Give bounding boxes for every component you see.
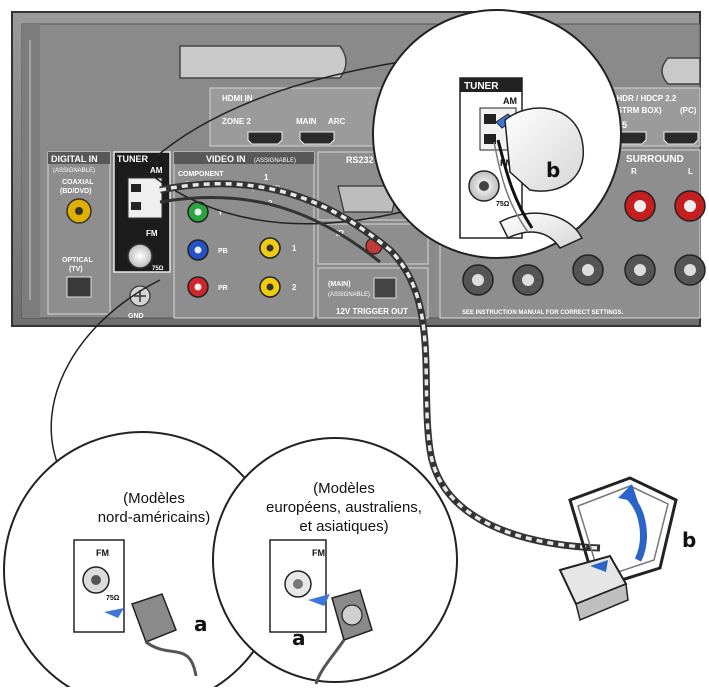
zoom-ohm-label: 75Ω: [496, 201, 510, 208]
hdmi-arc-label: ARC: [328, 117, 346, 126]
video-2-jack-label: 2: [292, 283, 297, 292]
tuner-section: TUNER AM FM 75Ω: [113, 151, 171, 273]
digital-in-label: DIGITAL IN: [51, 154, 98, 164]
hdmi-strm-label: (STRM BOX): [614, 106, 662, 115]
video-in-label: VIDEO IN: [206, 154, 246, 164]
callout-a-north-america: a: [194, 612, 208, 636]
video-in-assignable-label: (ASSIGNABLE): [254, 158, 296, 164]
hdmi-main-label: MAIN: [296, 117, 317, 126]
hdmi-out-zone2-port: [247, 131, 283, 145]
north-america-caption-line1: (Modèles: [123, 490, 185, 507]
fold-arrow-icon: [625, 493, 647, 562]
video-1-label: 1: [264, 173, 269, 182]
video-1-jack-label: 1: [292, 244, 297, 253]
gnd-label: GND: [128, 313, 144, 320]
hdmi-header-label: HDMI IN: [222, 94, 253, 103]
coaxial-sub-label: (BD/DVD): [60, 188, 92, 195]
trigger-main-label: (MAIN): [328, 281, 351, 288]
callout-b-zoom: b: [546, 158, 561, 182]
digital-in-assignable-label: (ASSIGNABLE): [53, 168, 95, 174]
gnd-section: GND: [128, 285, 151, 320]
eu-insert-arrow-icon: [308, 594, 330, 606]
zoom-am-label: AM: [503, 96, 517, 106]
hdmi-out-main-port: [299, 131, 335, 145]
europe-caption-line3: et asiatiques): [299, 518, 389, 535]
na-fm-plug-icon: [131, 593, 177, 643]
component-pb-label: PB: [218, 248, 228, 255]
manual-note-label: SEE INSTRUCTION MANUAL FOR CORRECT SETTI…: [462, 310, 624, 316]
finger-hand-icon: [504, 107, 585, 192]
am-terminal-icon: [127, 177, 163, 219]
optical-sub-label: (TV): [69, 266, 83, 273]
rs232-label: RS232: [346, 155, 374, 165]
surround-label: SURROUND: [626, 154, 684, 165]
am-connection-zoom: TUNER AM FM 75Ω: [149, 9, 622, 259]
coaxial-label: COAXIAL: [62, 179, 94, 186]
fm-ohm-label: 75Ω: [152, 266, 164, 272]
hdmi-pc-label: (PC): [680, 106, 697, 115]
europe-caption: (Modèles européens, australiens, et asia…: [256, 479, 432, 536]
fm-europe-bubble: FM: [212, 437, 458, 685]
zoom-tuner-label: TUNER: [464, 81, 499, 92]
fm-north-america-bubble: FM 75Ω: [3, 279, 281, 692]
surround-l-label: L: [688, 167, 693, 176]
trigger-assignable-label: (ASSIGNABLE): [328, 292, 370, 298]
north-america-caption: (Modèles nord-américains): [84, 489, 224, 527]
europe-caption-line1: (Modèles: [313, 480, 375, 497]
callout-b-antenna: b: [682, 528, 697, 552]
hdmi-in-6-port: [663, 131, 699, 145]
am-loop-antenna-icon: [558, 476, 678, 622]
na-ohm-label: 75Ω: [106, 595, 120, 602]
hdmi-zone2-label: ZONE 2: [222, 117, 251, 126]
am-label: AM: [150, 166, 163, 175]
europe-caption-line2: européens, australiens,: [266, 499, 422, 516]
trigger-label: 12V TRIGGER OUT: [336, 307, 408, 316]
optical-label: OPTICAL: [62, 257, 93, 264]
am-antenna-wire: [159, 180, 601, 552]
callout-a-europe: a: [292, 626, 306, 650]
video-in-section: VIDEO IN (ASSIGNABLE) COMPONENT (BD/DVD)…: [173, 151, 315, 319]
trigger-jack-icon: [373, 277, 397, 299]
na-fm-label: FM: [96, 548, 109, 558]
rs232-port-icon: [337, 185, 399, 213]
digital-in-section: DIGITAL IN (ASSIGNABLE) COAXIAL (BD/DVD)…: [47, 151, 111, 315]
wifi-antenna-icon: [179, 45, 347, 79]
hdmi-5-label: 5: [622, 120, 627, 130]
hdmi-4k-label: 4K HDR / HDCP 2.2: [604, 94, 677, 103]
component-y-label: Y: [218, 210, 223, 217]
north-america-caption-line2: nord-américains): [97, 509, 211, 526]
fm-jack-icon: [127, 243, 153, 269]
na-insert-arrow-icon: [104, 608, 124, 618]
optical-jack-icon: [66, 276, 92, 298]
eu-fm-label: FM: [312, 548, 325, 558]
surround-r-label: R: [631, 167, 637, 176]
component-label: COMPONENT: [178, 171, 224, 178]
component-pr-label: PR: [218, 285, 228, 292]
zoom-fm-label: FM: [500, 158, 513, 168]
fm-label: FM: [146, 229, 158, 238]
tuner-label: TUNER: [117, 154, 148, 164]
